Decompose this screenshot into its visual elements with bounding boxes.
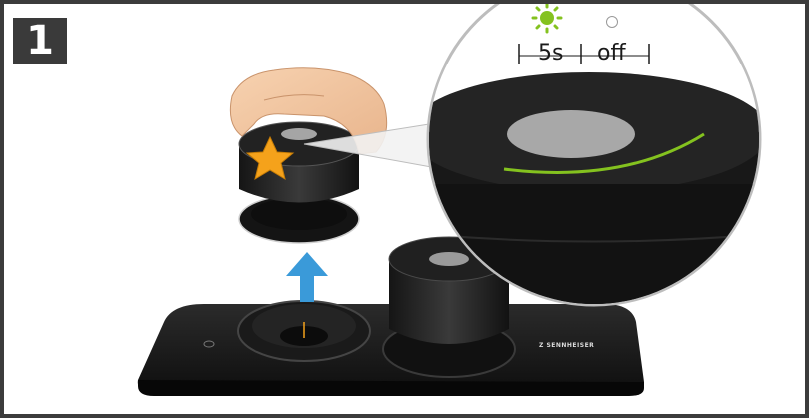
circle-led-icon — [607, 17, 618, 28]
sun-led-icon — [533, 4, 561, 32]
off-label: off — [597, 41, 626, 66]
center-button — [507, 110, 635, 158]
arrow-up-icon — [286, 252, 328, 302]
brand-logo: Z SENNHEISER — [539, 342, 594, 349]
device-illustration: Z SENNHEISER — [4, 4, 809, 418]
duration-label: 5s — [538, 41, 563, 66]
